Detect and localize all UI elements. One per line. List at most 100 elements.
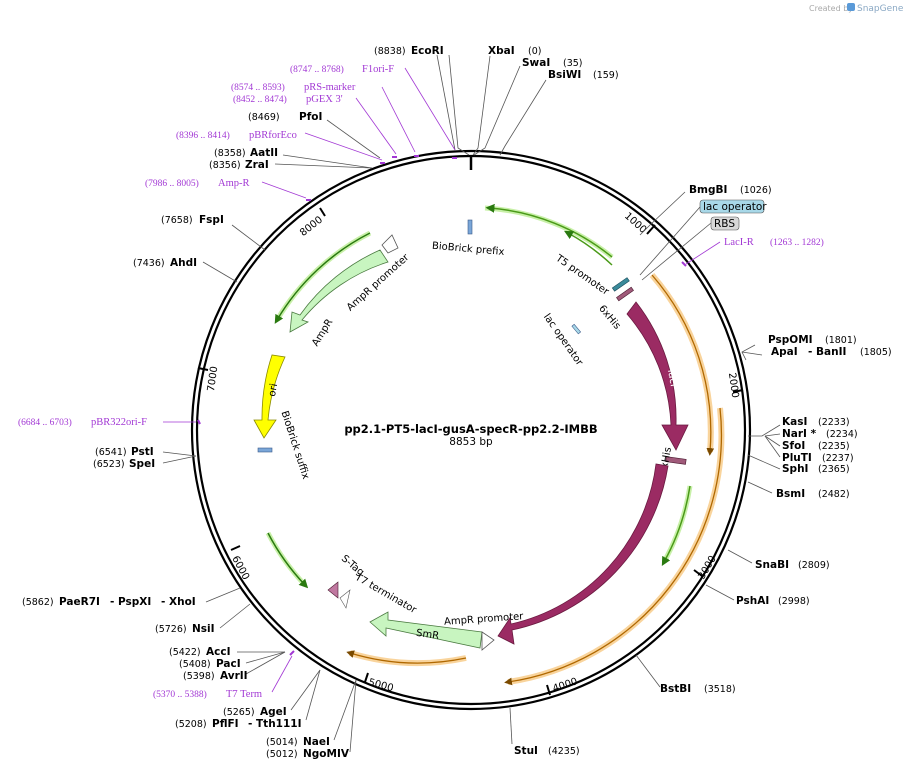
site-sfoi[interactable]: SfoI (782, 440, 805, 452)
site-snabi[interactable]: SnaBI (755, 559, 789, 571)
svg-text:(8396 .. 8414): (8396 .. 8414) (176, 130, 230, 141)
svg-text:(159): (159) (593, 70, 619, 81)
primer-pbrforeco[interactable]: pBRforEco (249, 130, 297, 141)
feature-6xhis-bottom[interactable] (665, 456, 687, 465)
svg-text:(5014): (5014) (266, 737, 298, 748)
svg-text:(5862): (5862) (22, 597, 54, 608)
site-swai[interactable]: SwaI (522, 57, 550, 69)
site-bmgbi[interactable]: BmgBI (689, 184, 727, 196)
feature-biobrick-suffix[interactable] (257, 447, 273, 453)
feature-lac-operator-inner[interactable] (571, 323, 582, 335)
svg-text:(1801): (1801) (825, 335, 857, 346)
site-bsiwi[interactable]: BsiWI (548, 69, 581, 81)
site-nari[interactable]: NarI * (782, 428, 817, 440)
site-ngomiv[interactable]: NgoMIV (303, 748, 350, 760)
feature-ampr[interactable] (289, 249, 389, 333)
site-pfoi[interactable]: PfoI (299, 111, 322, 123)
feature-biobrick-suffix-label: BioBrick suffix (279, 410, 311, 481)
svg-text:(7986 .. 8005): (7986 .. 8005) (145, 178, 199, 189)
site-avrii[interactable]: AvrII (220, 670, 248, 682)
site-pspxi[interactable]: - PspXI (110, 596, 151, 608)
primer-pgex-3[interactable]: pGEX 3' (306, 94, 343, 105)
svg-text:(1026): (1026) (740, 185, 772, 196)
site-bstbi[interactable]: BstBI (660, 683, 691, 695)
feature-biobrick-prefix-label: BioBrick prefix (432, 241, 505, 258)
site-xhoi[interactable]: - XhoI (161, 596, 196, 608)
svg-text:(6684 .. 6703): (6684 .. 6703) (18, 417, 72, 428)
primer-laci-r[interactable]: LacI-R (724, 237, 754, 248)
feature-ampr-label: AmpR (310, 317, 335, 348)
feature-6xhis-top[interactable] (616, 286, 634, 302)
callout-lac-operator[interactable] (699, 199, 765, 214)
right-site-labels: XbaI (0) SwaI (35) BsiWI (159) BmgBI (10… (488, 45, 892, 757)
primer-f1ori-f[interactable]: F1ori-F (362, 64, 394, 75)
feature-t5-promoter[interactable] (611, 277, 630, 292)
feature-s-tag[interactable] (327, 581, 339, 599)
tick-2000: 2000 (726, 372, 740, 399)
site-fspi[interactable]: FspI (199, 214, 224, 226)
feature-laci[interactable] (626, 301, 689, 451)
feature-laci-label: lacI (665, 369, 679, 388)
tick-1000: 1000 (622, 211, 648, 236)
tick-6000: 6000 (229, 554, 251, 582)
primer-pbr322ori-f[interactable]: pBR322ori-F (91, 417, 147, 428)
site-ahdi[interactable]: AhdI (170, 257, 197, 269)
site-pluti[interactable]: PluTI (782, 452, 812, 464)
site-pflfi[interactable]: PflFI (212, 718, 239, 730)
site-acci[interactable]: AccI (206, 646, 230, 658)
site-ecori[interactable]: EcoRI (411, 45, 444, 57)
site-tth111i[interactable]: - Tth111I (248, 718, 302, 730)
primer-t7-term[interactable]: T7 Term (226, 689, 262, 700)
feature-biobrick-prefix[interactable] (467, 219, 473, 235)
tick-8000: 8000 (298, 215, 325, 239)
primer-amp-r[interactable]: Amp-R (218, 178, 250, 189)
feature-smr-label: SmR (415, 628, 439, 642)
site-spei[interactable]: SpeI (129, 458, 155, 470)
feature-t7-terminator-label: T7 terminator (352, 572, 419, 617)
feature-ori[interactable] (253, 354, 286, 439)
orf-green-right (661, 485, 693, 564)
svg-text:(5265): (5265) (223, 707, 255, 718)
site-naei[interactable]: NaeI (303, 736, 330, 748)
site-aatii[interactable]: AatII (250, 147, 278, 159)
feature-gus[interactable] (497, 463, 669, 645)
site-nsii[interactable]: NsiI (192, 623, 215, 635)
svg-text:(8358): (8358) (214, 148, 246, 159)
feature-smr[interactable] (369, 611, 483, 649)
svg-text:(35): (35) (563, 58, 583, 69)
site-agei[interactable]: AgeI (260, 706, 287, 718)
tick-5000: 5000 (367, 677, 394, 694)
svg-text:(2482): (2482) (818, 489, 850, 500)
tick-3000: 3000 (697, 554, 719, 582)
svg-text:(2234): (2234) (826, 429, 858, 440)
feature-ampr-promoter-bottom[interactable] (481, 631, 495, 651)
svg-text:(8452 .. 8474): (8452 .. 8474) (233, 94, 287, 105)
site-bsmi[interactable]: BsmI (776, 488, 805, 500)
svg-text:(6541): (6541) (95, 447, 127, 458)
site-banii[interactable]: - BanII (808, 346, 846, 358)
site-paci[interactable]: PacI (216, 658, 241, 670)
tick-7000: 7000 (206, 366, 220, 393)
svg-text:(7658): (7658) (161, 215, 193, 226)
site-sphi[interactable]: SphI (782, 463, 808, 475)
site-zrai[interactable]: ZraI (245, 159, 269, 171)
feature-lac-operator-inner-label: lac operator (541, 312, 585, 369)
site-stui[interactable]: StuI (514, 745, 538, 757)
site-xbai[interactable]: XbaI (488, 45, 515, 57)
svg-text:(2365): (2365) (818, 464, 850, 475)
primer-connectors (163, 67, 721, 693)
feature-t5-promoter-label: T5 promoter (553, 253, 612, 299)
site-apai[interactable]: ApaI (771, 346, 798, 358)
feature-t7-terminator[interactable] (339, 589, 351, 609)
svg-text:(5370 .. 5388): (5370 .. 5388) (153, 689, 207, 700)
feature-ampr-promoter-top[interactable] (381, 234, 399, 254)
site-kasi[interactable]: KasI (782, 416, 807, 428)
site-pshai[interactable]: PshAI (736, 595, 769, 607)
site-pspomi[interactable]: PspOMI (768, 334, 813, 346)
watermark-created-by: Created by (809, 4, 853, 13)
site-paer7i[interactable]: PaeR7I (59, 596, 100, 608)
primer-prs-marker[interactable]: pRS-marker (304, 82, 356, 93)
site-psti[interactable]: PstI (131, 446, 154, 458)
